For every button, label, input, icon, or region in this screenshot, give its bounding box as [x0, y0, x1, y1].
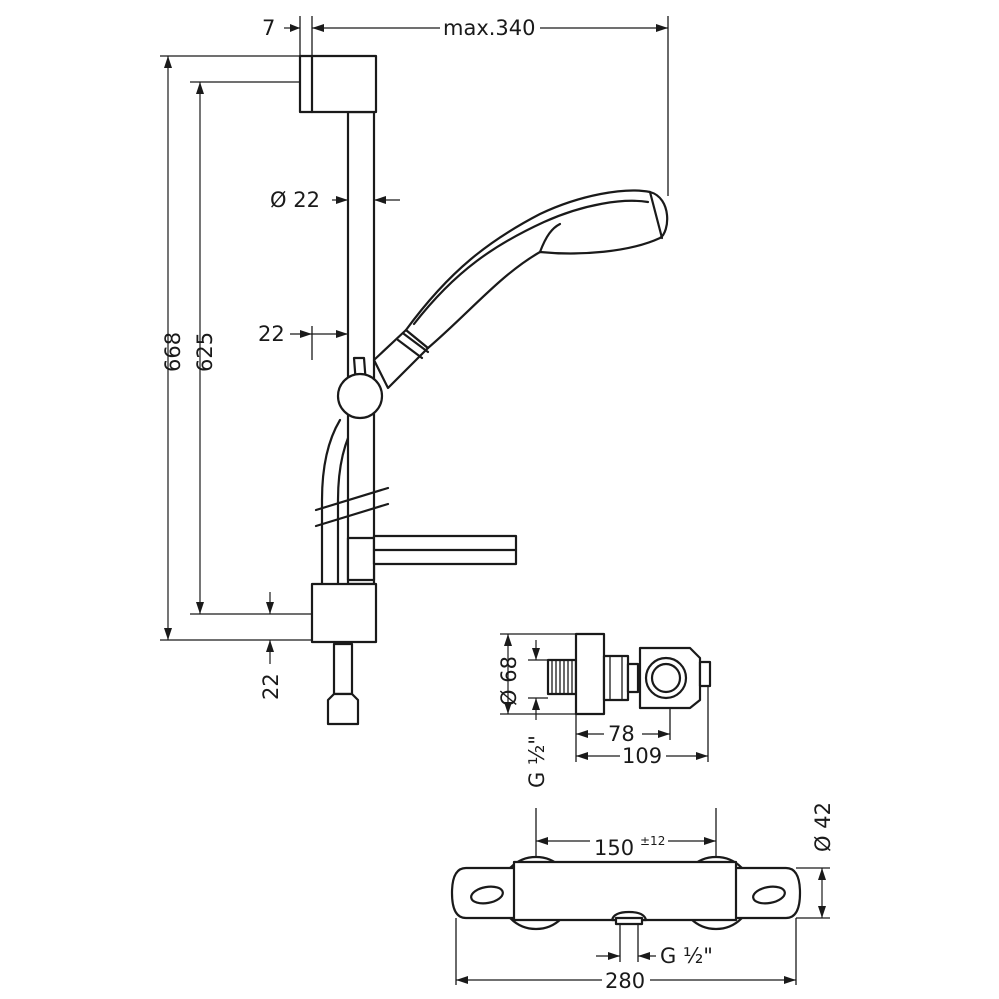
dim-top-offset: 7 — [262, 16, 300, 40]
slider-knob — [336, 356, 384, 420]
dim-body-diameter-label: Ø 42 — [811, 802, 835, 852]
dim-width: 280 — [456, 969, 796, 993]
extension-lines — [160, 16, 669, 641]
dim-max-reach-label: max.340 — [443, 16, 536, 40]
dim-centers-label: 150 — [594, 836, 634, 860]
dim-depth-long-label: 109 — [622, 744, 662, 768]
dim-total-height: 668 — [161, 56, 185, 640]
break-lines — [314, 486, 390, 528]
dim-connector-thread: G ½" — [525, 640, 549, 788]
top-wall-bracket — [298, 54, 378, 114]
dim-wall-gap: 22 — [258, 322, 348, 346]
dim-rail-diameter: Ø 22 — [270, 188, 400, 212]
soap-dish — [346, 534, 518, 582]
dim-max-reach: max.340 — [312, 16, 668, 40]
dim-centers: 150 ±12 — [536, 834, 716, 860]
dim-connector-thread-label: G ½" — [525, 735, 549, 788]
hand-shower — [372, 189, 669, 390]
bottom-wall-bracket — [310, 582, 378, 644]
dim-bottom-offset-label: 22 — [259, 673, 283, 700]
wall-connector: Ø 68 G ½" 78 109 — [497, 632, 712, 788]
dim-rail-diameter-label: Ø 22 — [270, 188, 320, 212]
dim-depth-long: 109 — [576, 744, 708, 768]
dim-outlet-thread-label: G ½" — [660, 944, 713, 968]
dim-outlet-thread: G ½" — [596, 944, 713, 968]
thermostat: 150 ±12 Ø 42 G ½" 280 — [450, 802, 835, 993]
dim-bracket-height-label: 625 — [193, 332, 217, 372]
dim-width-label: 280 — [605, 969, 645, 993]
dim-total-height-label: 668 — [161, 332, 185, 372]
dim-connector-diameter-label: Ø 68 — [497, 656, 521, 706]
hose-end — [326, 642, 360, 726]
shower-rail-set: 7 max.340 Ø 22 22 — [160, 16, 669, 726]
dim-wall-gap-label: 22 — [258, 322, 285, 346]
dim-bracket-height: 625 — [193, 82, 217, 614]
dim-top-offset-label: 7 — [262, 16, 275, 40]
dim-body-diameter: Ø 42 — [811, 802, 835, 918]
dim-bottom-offset: 22 — [259, 592, 283, 700]
dim-connector-diameter: Ø 68 — [497, 634, 521, 714]
dim-depth-short-label: 78 — [608, 722, 635, 746]
dim-depth-short: 78 — [576, 722, 670, 746]
dim-centers-tolerance: ±12 — [640, 834, 665, 848]
